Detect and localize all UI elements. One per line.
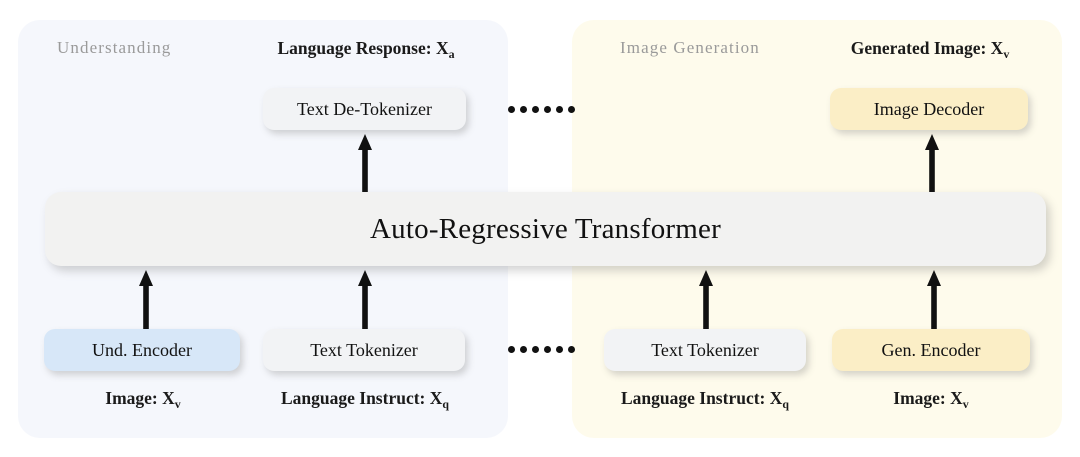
ellipsis-separator-bottom (508, 346, 575, 353)
arrow-und-encoder-to-transformer (138, 270, 154, 330)
arrow-gen-encoder-to-transformer (926, 270, 942, 330)
box-image-decoder[interactable]: Image Decoder (830, 88, 1028, 130)
arrow-text-tokenizer-left-to-transformer (357, 270, 373, 330)
ellipsis-dot (556, 106, 563, 113)
caption-subscript: v (174, 397, 181, 411)
box-text-de-tokenizer[interactable]: Text De-Tokenizer (263, 88, 466, 130)
caption-language-response: Language Response: Xa (264, 38, 468, 61)
caption-text: Image: X (105, 388, 175, 408)
caption-image-left: Image: Xv (44, 388, 242, 411)
caption-subscript: q (442, 397, 450, 411)
arrow-text-tokenizer-right-to-transformer (698, 270, 714, 330)
caption-text: Language Instruct: X (280, 388, 443, 408)
ellipsis-dot (568, 346, 575, 353)
box-auto-regressive-transformer[interactable]: Auto-Regressive Transformer (45, 192, 1046, 266)
arrow-transformer-to-text-de-tokenizer (357, 134, 373, 192)
box-text-tokenizer-right[interactable]: Text Tokenizer (604, 329, 806, 371)
caption-text: Generated Image: X (850, 38, 1004, 58)
ellipsis-dot (508, 346, 515, 353)
panel-label-understanding: Understanding (57, 38, 172, 57)
ellipsis-dot (568, 106, 575, 113)
ellipsis-dot (544, 106, 551, 113)
arrow-transformer-to-image-decoder (924, 134, 940, 192)
ellipsis-dot (544, 346, 551, 353)
panel-label-image-generation: Image Generation (620, 38, 760, 57)
caption-text: Language Response: X (277, 38, 449, 58)
box-und-encoder[interactable]: Und. Encoder (44, 329, 240, 371)
box-gen-encoder[interactable]: Gen. Encoder (832, 329, 1030, 371)
ellipsis-dot (520, 106, 527, 113)
ellipsis-dot (508, 106, 515, 113)
ellipsis-separator-top (508, 106, 575, 113)
caption-text: Image: X (893, 388, 963, 408)
caption-subscript: a (448, 47, 455, 61)
caption-text: Language Instruct: X (620, 388, 783, 408)
caption-language-instruct-right: Language Instruct: Xq (604, 388, 806, 411)
caption-subscript: q (782, 397, 790, 411)
ellipsis-dot (532, 346, 539, 353)
caption-generated-image: Generated Image: Xv (830, 38, 1030, 61)
caption-language-instruct-left: Language Instruct: Xq (263, 388, 467, 411)
caption-subscript: v (1003, 47, 1010, 61)
box-text-tokenizer-left[interactable]: Text Tokenizer (263, 329, 465, 371)
ellipsis-dot (556, 346, 563, 353)
ellipsis-dot (532, 106, 539, 113)
ellipsis-dot (520, 346, 527, 353)
caption-image-right: Image: Xv (832, 388, 1030, 411)
caption-subscript: v (962, 397, 969, 411)
